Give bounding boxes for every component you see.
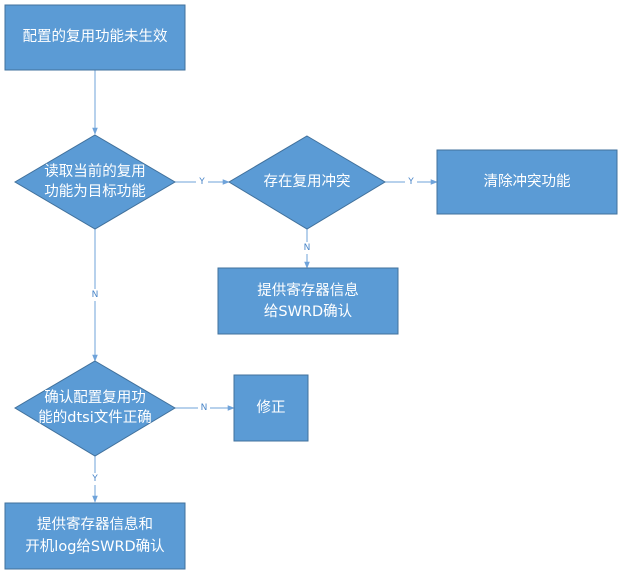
node-provide-log: 提供寄存器信息和 开机log给SWRD确认 bbox=[4, 502, 186, 570]
node-fix: 修正 bbox=[233, 374, 309, 442]
decision-dtsi-diamond bbox=[14, 360, 176, 457]
edge-label-bg bbox=[196, 176, 208, 188]
clear-box bbox=[436, 149, 618, 215]
start-text: 配置的复用功能未生效 bbox=[23, 27, 168, 45]
decision-read-line2: 功能为目标功能 bbox=[44, 183, 146, 200]
node-clear: 清除冲突功能 bbox=[436, 149, 618, 215]
decision-conflict-text: 存在复用冲突 bbox=[264, 172, 351, 190]
edge-label-bg bbox=[89, 289, 101, 301]
decision-dtsi-line2: 能的dtsi文件正确 bbox=[38, 409, 151, 426]
edge-label-bg bbox=[198, 402, 210, 414]
node-provide-reg: 提供寄存器信息 给SWRD确认 bbox=[217, 267, 399, 335]
provide-log-box bbox=[4, 502, 186, 570]
provide-reg-line2: 给SWRD确认 bbox=[264, 303, 353, 320]
decision-dtsi-line1: 确认配置复用功 bbox=[44, 388, 146, 406]
node-decision-dtsi: 确认配置复用功 能的dtsi文件正确 bbox=[14, 360, 176, 457]
decision-read-diamond bbox=[14, 134, 176, 230]
clear-text: 清除冲突功能 bbox=[484, 173, 571, 190]
edge-label-read-conflict: Y bbox=[198, 177, 205, 187]
provide-log-line2: 开机log给SWRD确认 bbox=[25, 538, 165, 555]
edge-label-conflict-reg: N bbox=[304, 243, 311, 253]
fix-text: 修正 bbox=[257, 399, 286, 416]
node-decision-conflict: 存在复用冲突 bbox=[228, 135, 386, 230]
provide-reg-box bbox=[217, 267, 399, 335]
start-box bbox=[4, 4, 186, 71]
edge-label-conflict-clear: Y bbox=[407, 177, 414, 187]
edge-label-bg bbox=[405, 176, 417, 188]
node-start: 配置的复用功能未生效 bbox=[4, 4, 186, 71]
edge-label-read-dtsi: N bbox=[92, 290, 99, 300]
edges: Y Y N N N Y bbox=[89, 70, 438, 503]
fix-box bbox=[233, 374, 309, 442]
decision-read-line1: 读取当前的复用 bbox=[44, 162, 146, 180]
edge-label-bg bbox=[89, 473, 101, 485]
provide-reg-line1: 提供寄存器信息 bbox=[257, 281, 359, 299]
decision-conflict-diamond bbox=[228, 135, 386, 230]
edge-label-dtsi-log: Y bbox=[91, 474, 98, 484]
edge-label-bg bbox=[301, 242, 313, 254]
provide-log-line1: 提供寄存器信息和 bbox=[37, 515, 153, 533]
edge-label-dtsi-fix: N bbox=[201, 403, 208, 413]
node-decision-read: 读取当前的复用 功能为目标功能 bbox=[14, 134, 176, 230]
